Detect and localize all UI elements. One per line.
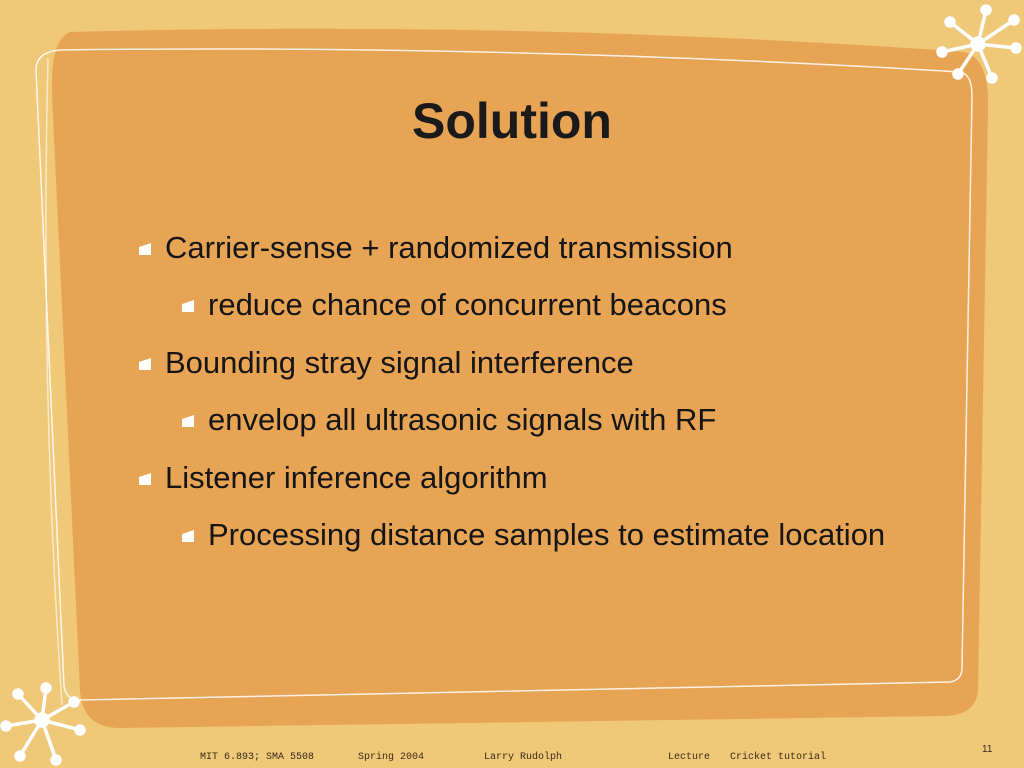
bullet-level1: Carrier-sense + randomized transmission xyxy=(139,227,733,269)
bullet-marker-icon xyxy=(139,473,151,485)
orange-panel xyxy=(51,28,989,728)
panel-outline-inner xyxy=(45,57,63,706)
bullet-level2: reduce chance of concurrent beacons xyxy=(182,284,908,326)
bullet-marker-icon xyxy=(182,415,194,427)
starburst-icon-top-right xyxy=(936,4,1022,84)
bullet-text: reduce chance of concurrent beacons xyxy=(208,287,727,322)
slide-title: Solution xyxy=(412,93,612,149)
bullet-text: Processing distance samples to estimate … xyxy=(208,517,886,552)
bullet-text: envelop all ultrasonic signals with RF xyxy=(208,402,717,437)
footer-type: Lecture xyxy=(668,752,711,763)
bullet-marker-icon xyxy=(139,358,151,370)
bullet-level2: envelop all ultrasonic signals with RF xyxy=(182,399,908,441)
bullet-text: Carrier-sense + randomized transmission xyxy=(165,230,733,265)
bullet-level1: Bounding stray signal interference xyxy=(139,342,634,384)
page-number: 11 xyxy=(982,744,993,755)
footer-term: Spring 2004 xyxy=(358,752,425,763)
bullet-text: Bounding stray signal interference xyxy=(165,345,634,380)
bullet-level1: Listener inference algorithm xyxy=(139,457,548,499)
footer-author: Larry Rudolph xyxy=(484,752,563,763)
starburst-icon-bottom-left xyxy=(0,682,86,766)
bullet-marker-icon xyxy=(182,300,194,312)
footer-course: MIT 6.893; SMA 5508 xyxy=(200,752,315,763)
bullet-text: Listener inference algorithm xyxy=(165,460,548,495)
bullet-level2: Processing distance samples to estimate … xyxy=(182,514,888,556)
panel-outline xyxy=(35,48,973,701)
footer-topic: Cricket tutorial xyxy=(730,752,827,763)
bullet-marker-icon xyxy=(139,243,151,255)
bullet-marker-icon xyxy=(182,530,194,542)
